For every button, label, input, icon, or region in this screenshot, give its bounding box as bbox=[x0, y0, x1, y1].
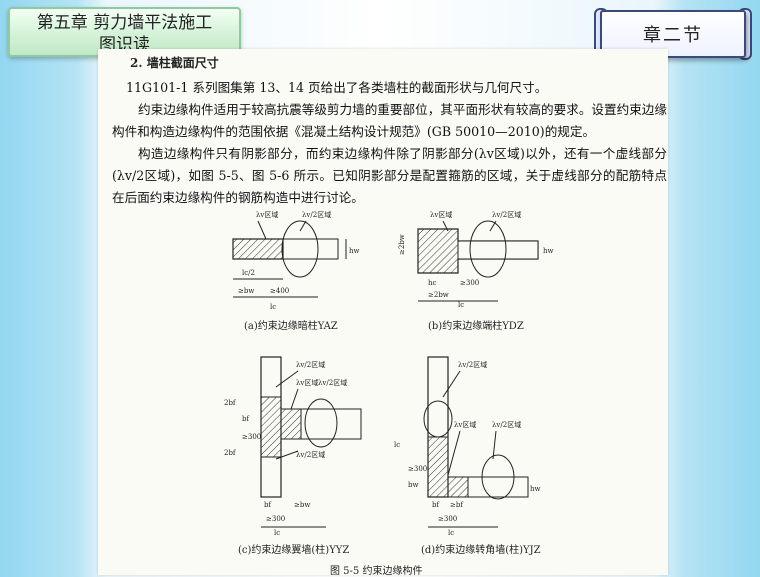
fig-c-lc: lc bbox=[274, 529, 280, 537]
figure-b-diagram: ≥2bw hw hc ≥300 ≥2bw lc λv区域 λv/2区域 bbox=[398, 210, 554, 309]
figure-c-diagram: 2bf 2bf bf ≥300 bf ≥bw ≥300 lc λv/2区域 λv… bbox=[224, 356, 362, 537]
fig-c-lv2-bottom: λv/2区域 bbox=[296, 450, 325, 459]
fig-c-ge-300: ≥300 bbox=[242, 433, 261, 441]
fig-d-lv: λv区域 bbox=[454, 420, 476, 429]
figure-d-diagram: lc ≥300 bw hw bf ≥bf ≥300 lc λv/2区域 λv区域… bbox=[394, 356, 541, 537]
fig-d-bw: bw bbox=[408, 481, 418, 489]
fig-a-hw: hw bbox=[349, 247, 360, 255]
fig-d-lv2-top: λv/2区域 bbox=[458, 360, 487, 369]
figure-title: 图 5-5 约束边缘构件 bbox=[330, 566, 423, 577]
fig-c-lv2-right: λv/2区域 bbox=[318, 378, 347, 387]
fig-b-lv: λv区域 bbox=[430, 210, 452, 219]
fig-b-ge-2bw-bottom: ≥2bw bbox=[428, 291, 449, 299]
fig-c-bf-bottom: bf bbox=[264, 501, 272, 509]
paragraph-1: 11G101-1 系列图集第 13、14 页给出了各类墙柱的截面形状与几何尺寸。 bbox=[126, 80, 548, 95]
fig-d-ge-bf: ≥bf bbox=[450, 501, 464, 509]
figure-a-diagram: hw lc/2 ≥bw ≥400 lc λv区域 λv/2区域 bbox=[232, 210, 360, 311]
fig-b-ge-2bw: ≥2bw bbox=[398, 234, 406, 255]
fig-b-lv2: λv/2区域 bbox=[492, 210, 521, 219]
caption-d: (d)约束边缘转角墙(柱)YJZ bbox=[421, 545, 541, 556]
section-button-label: 章二节 bbox=[643, 25, 703, 46]
fig-c-ge-bw: ≥bw bbox=[294, 501, 310, 509]
fig-c-lv: λv区域 bbox=[296, 378, 318, 387]
section-heading: 2. 墙柱截面尺寸 bbox=[130, 56, 219, 70]
fig-c-lv2-top: λv/2区域 bbox=[296, 360, 325, 369]
fig-b-hc: hc bbox=[428, 279, 437, 287]
fig-c-2bf-bottom: 2bf bbox=[224, 449, 237, 457]
chapter-title-line1: 第五章 剪力墙平法施工 bbox=[36, 13, 213, 33]
fig-c-ge-300-bottom: ≥300 bbox=[266, 515, 285, 523]
fig-d-lc-left: lc bbox=[394, 441, 400, 449]
fig-d-lc: lc bbox=[448, 529, 454, 537]
fig-d-ge-300: ≥300 bbox=[408, 465, 427, 473]
caption-b: (b)约束边缘端柱YDZ bbox=[428, 321, 524, 332]
fig-c-2bf-top: 2bf bbox=[224, 399, 237, 407]
fig-b-lc: lc bbox=[458, 301, 464, 309]
fig-a-lv: λv区域 bbox=[256, 210, 278, 219]
fig-a-ge-bw: ≥bw bbox=[238, 287, 254, 295]
caption-a: (a)约束边缘暗柱YAZ bbox=[244, 321, 338, 332]
fig-a-lv2: λv/2区域 bbox=[302, 210, 331, 219]
caption-c: (c)约束边缘翼墙(柱)YYZ bbox=[238, 545, 350, 556]
paragraph-3: 构造边缘构件只有阴影部分，而约束边缘构件除了阴影部分(λv区域)以外，还有一个虚… bbox=[112, 146, 667, 205]
fig-d-ge-300-bottom: ≥300 bbox=[438, 515, 457, 523]
fig-a-lc-half: lc/2 bbox=[242, 269, 255, 277]
fig-d-bf: bf bbox=[432, 501, 440, 509]
fig-d-hw: hw bbox=[530, 485, 541, 493]
fig-b-ge-300: ≥300 bbox=[460, 279, 479, 287]
textbook-page: 2. 墙柱截面尺寸 11G101-1 系列图集第 13、14 页给出了各类墙柱的… bbox=[98, 49, 668, 577]
fig-b-hw: hw bbox=[543, 247, 554, 255]
fig-c-bf: bf bbox=[242, 415, 250, 423]
paragraph-2: 约束边缘构件适用于较高抗震等级剪力墙的重要部位，其平面形状有较高的要求。设置约束… bbox=[112, 102, 667, 139]
fig-d-lv2-right: λv/2区域 bbox=[492, 420, 521, 429]
fig-a-lc: lc bbox=[270, 303, 276, 311]
fig-a-ge-400: ≥400 bbox=[270, 287, 289, 295]
